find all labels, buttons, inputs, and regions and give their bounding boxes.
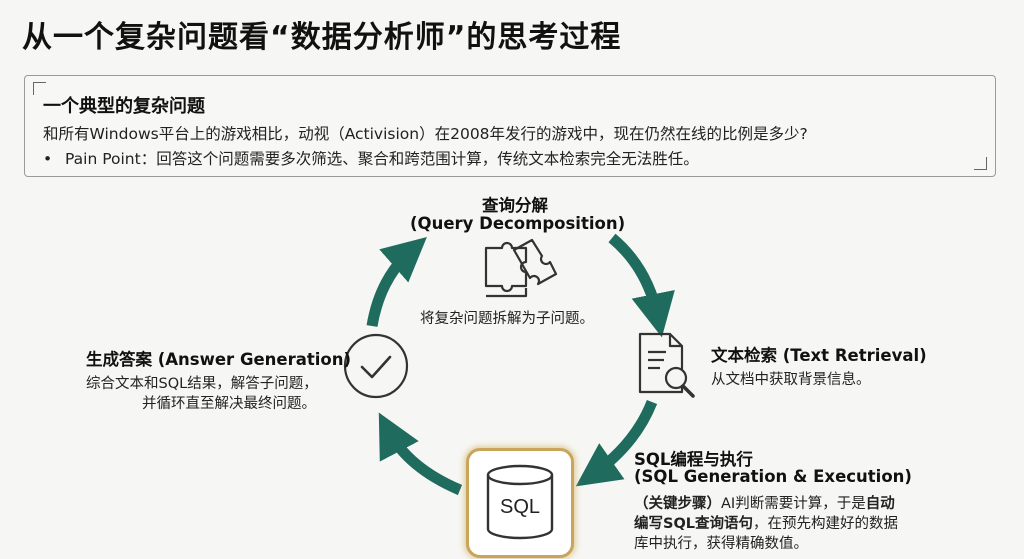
arrow-decomposition-to-retrieval — [608, 233, 675, 338]
sql-desc-text2: ，在预先构建好的数据 — [753, 516, 899, 532]
sql-desc-auto: 自动 — [865, 496, 895, 512]
problem-heading: 一个典型的复杂问题 — [43, 96, 205, 117]
sql-desc-text1: AI判断需要计算，于是 — [721, 496, 866, 512]
sql-title-en: (SQL Generation & Execution) — [634, 467, 912, 486]
answer-desc-line2: 并循环直至解决最终问题。 — [142, 396, 316, 412]
decomposition-title-en: (Query Decomposition) — [410, 214, 626, 233]
answer-desc-line1: 综合文本和SQL结果，解答子问题， — [86, 376, 318, 392]
answer-title: 生成答案 (Answer Generation) — [86, 350, 352, 369]
document-search-icon — [638, 332, 695, 398]
sql-desc-key-step: （关键步骤） — [634, 496, 721, 512]
retrieval-desc: 从文档中获取背景信息。 — [711, 372, 871, 388]
arrow-answer-to-decomposition — [366, 236, 427, 327]
sql-desc-line1: （关键步骤）AI判断需要计算，于是自动 — [634, 492, 895, 513]
sql-icon-label: SQL — [500, 496, 540, 518]
corner-mark-bottom-right — [974, 157, 987, 170]
puzzle-icon — [484, 238, 558, 298]
bullet-marker: • — [43, 150, 53, 168]
retrieval-title: 文本检索 (Text Retrieval) — [711, 346, 927, 365]
pain-point-text: Pain Point：回答这个问题需要多次筛选、聚合和跨范围计算，传统文本检索完… — [65, 150, 699, 168]
decomposition-title-cn: 查询分解 — [482, 196, 548, 215]
arrow-retrieval-to-sql — [575, 399, 658, 487]
pain-point: • Pain Point：回答这个问题需要多次筛选、聚合和跨范围计算，传统文本检索… — [43, 147, 699, 169]
decomposition-desc: 将复杂问题拆解为子问题。 — [420, 311, 594, 327]
corner-mark-top-left — [33, 82, 46, 95]
problem-box: 一个典型的复杂问题 和所有Windows平台上的游戏相比，动视（Activisi… — [24, 75, 996, 177]
arrow-sql-to-answer — [378, 412, 463, 496]
page-title: 从一个复杂问题看“数据分析师”的思考过程 — [22, 20, 622, 55]
sql-title-cn: SQL编程与执行 — [634, 450, 753, 469]
problem-question: 和所有Windows平台上的游戏相比，动视（Activision）在2008年发… — [43, 125, 808, 143]
sql-highlight-box: SQL — [466, 448, 574, 558]
sql-desc-write-query: 编写SQL查询语句 — [634, 516, 754, 532]
database-icon: SQL — [486, 464, 554, 540]
sql-desc-line3: 库中执行，获得精确数值。 — [634, 536, 808, 552]
check-circle-icon — [343, 333, 409, 399]
sql-desc-line2: 编写SQL查询语句，在预先构建好的数据 — [634, 512, 898, 533]
